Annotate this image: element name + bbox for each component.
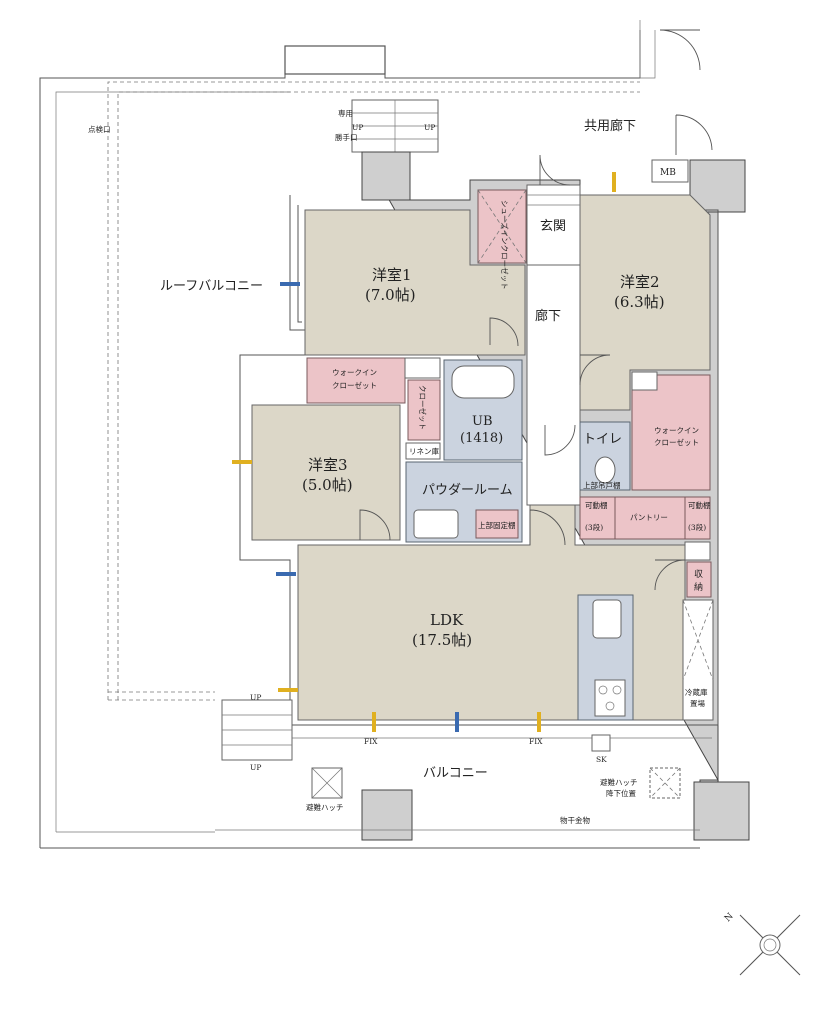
balcony-area — [215, 699, 712, 849]
shared-corridor-label: 共用廊下 — [584, 118, 636, 134]
balcony-label: バルコニー — [423, 766, 488, 781]
walk-in2-label-a: ウォークイン — [654, 426, 699, 435]
entrance — [526, 184, 581, 266]
balcony-stairs-up-bottom: UP — [250, 763, 261, 772]
shelf-count-left: (3段) — [585, 522, 603, 532]
room3-name: 洋室3 — [308, 456, 348, 474]
escape-hatch-down-label-a: 避難ハッチ — [600, 777, 638, 787]
upper-shelf — [475, 509, 519, 539]
room-1 — [304, 209, 526, 356]
ub-size: (1418) — [460, 431, 503, 446]
room2-name: 洋室2 — [620, 273, 660, 291]
upper-shelf-label: 上部固定棚 — [478, 520, 516, 530]
stairs-up-right: UP — [424, 123, 435, 132]
washbasin — [413, 509, 459, 539]
wic2-corner — [631, 371, 658, 391]
ub-label: UB — [472, 414, 493, 429]
burner-1 — [598, 685, 608, 695]
compass — [739, 914, 801, 976]
closet — [407, 379, 441, 441]
burner-3 — [605, 701, 615, 711]
room-3 — [251, 404, 401, 541]
shelf-count-right: (3段) — [688, 522, 706, 532]
burner-2 — [612, 685, 622, 695]
ldk-size: (17.5帖) — [412, 631, 472, 649]
shoe-closet-hatch — [477, 189, 527, 264]
door-swings — [359, 154, 686, 591]
movable-shelf-right-label: 可動棚 — [688, 500, 711, 510]
escape-hatch-down-label-b: 降下位置 — [606, 788, 636, 798]
walk-in1-label-a: ウォークイン — [332, 368, 377, 377]
fix-label-left: FIX — [364, 737, 378, 746]
stairs-up-left: UP — [352, 123, 363, 132]
toilet-bowl — [594, 456, 616, 484]
movable-shelf-right — [684, 496, 711, 540]
escape-hatch-label: 避難ハッチ — [306, 802, 344, 812]
walk-in1-label-b: クローゼット — [332, 380, 377, 390]
window-markers — [232, 172, 616, 732]
balcony-stairs-up-top: UP — [250, 693, 261, 702]
room1-name: 洋室1 — [372, 266, 412, 284]
ldk-label: LDK — [430, 611, 464, 629]
private-stairs-label-a: 専用 — [338, 108, 353, 118]
room3-size: (5.0帖) — [302, 476, 353, 494]
parapet-block — [284, 45, 386, 75]
inspection-label: 点検口 — [88, 124, 111, 134]
laundry-label: 物干金物 — [560, 815, 590, 825]
private-stairs — [351, 99, 439, 153]
fridge-space — [682, 599, 714, 721]
shoe-closet-label: シューズインクローゼット — [500, 200, 510, 290]
fridge-label-a: 冷蔵庫 — [685, 687, 708, 697]
north-label: N — [723, 911, 736, 924]
corridor-door — [659, 29, 713, 155]
walk-in2-label-b: クローゼット — [654, 437, 699, 447]
pantry-corner — [684, 541, 711, 561]
kitchen-sink — [592, 599, 622, 639]
walk-in-closet-2 — [631, 374, 711, 491]
toilet-label: トイレ — [583, 432, 622, 447]
room-2 — [579, 194, 711, 411]
room2-size: (6.3帖) — [614, 293, 665, 311]
powder-label: パウダールーム — [422, 483, 513, 498]
linen-closet — [405, 442, 441, 460]
mb-box — [651, 159, 689, 183]
fridge-hatch — [682, 599, 714, 681]
room1-size: (7.0帖) — [365, 286, 416, 304]
roof-balcony-area — [39, 20, 656, 849]
hallway-label: 廊下 — [535, 308, 561, 324]
storage-label-b: 納 — [694, 581, 703, 593]
fridge-label-b: 置場 — [690, 698, 705, 708]
storage — [686, 561, 712, 598]
entrance-label: 玄関 — [540, 219, 566, 234]
hallway — [526, 264, 581, 506]
storage-label-a: 収 — [694, 568, 703, 580]
closet-top — [404, 357, 441, 379]
closet-label: クローゼット — [418, 385, 428, 430]
linen-label: リネン庫 — [409, 446, 439, 456]
pantry — [614, 496, 686, 540]
toilet-shelf-label: 上部吊戸棚 — [583, 480, 621, 490]
entrance-steps — [527, 194, 580, 206]
private-stairs-label-b: 勝手口 — [335, 132, 358, 142]
fix-label-right: FIX — [529, 737, 543, 746]
bathtub — [451, 365, 515, 399]
mb-label: MB — [660, 168, 676, 178]
pantry-label: パントリー — [630, 513, 668, 522]
sk-label: SK — [596, 755, 607, 764]
stove — [594, 679, 626, 717]
movable-shelf-left-label: 可動棚 — [585, 500, 608, 510]
roof-balcony-label: ルーフバルコニー — [160, 279, 263, 294]
walk-in-closet-1 — [306, 357, 406, 404]
sk-sink — [591, 734, 611, 752]
